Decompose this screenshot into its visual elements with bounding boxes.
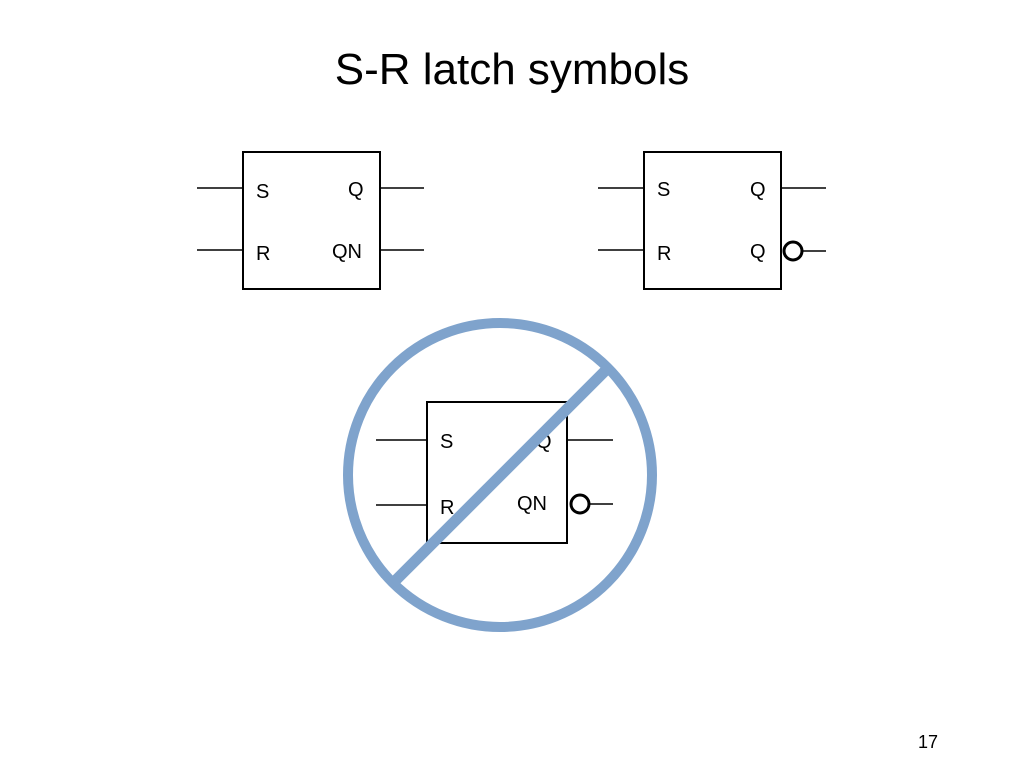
- s-label: S: [256, 181, 269, 203]
- qn-label: QN: [517, 493, 547, 515]
- latch-symbol-q-qn: S R Q QN: [197, 151, 424, 290]
- latch-box: [643, 151, 782, 290]
- q-bar-label: Q: [750, 241, 766, 263]
- prohibition-slash: [389, 364, 612, 587]
- r-label: R: [440, 497, 454, 519]
- prohibition-circle: [343, 318, 657, 632]
- q-label: Q: [750, 179, 766, 201]
- page-number: 17: [917, 732, 938, 752]
- latch-box: [242, 151, 381, 290]
- r-label: R: [657, 243, 671, 265]
- inversion-bubble: [569, 493, 591, 515]
- latch-symbol-qn-bubble-crossed: S R Q QN: [343, 318, 657, 632]
- r-label: R: [256, 243, 270, 265]
- q-label: Q: [348, 179, 364, 201]
- qn-label: QN: [332, 241, 362, 263]
- slide-title: S-R latch symbols: [334, 45, 690, 94]
- inversion-bubble: [782, 240, 804, 262]
- s-label: S: [440, 431, 453, 453]
- s-label: S: [657, 179, 670, 201]
- latch-symbol-q-bubble: S R Q Q: [598, 151, 826, 290]
